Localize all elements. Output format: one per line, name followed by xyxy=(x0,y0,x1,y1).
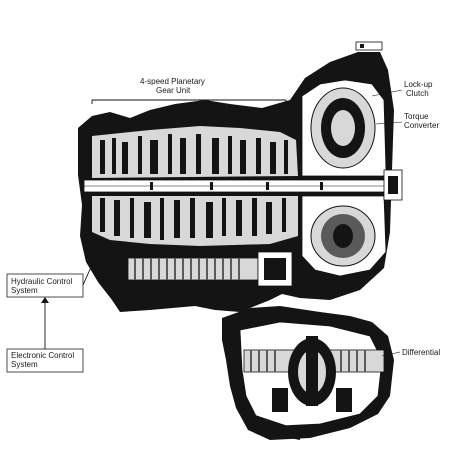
differential-label: Differential xyxy=(402,348,440,357)
torque-converter xyxy=(301,41,403,277)
lockup-clutch-label-line2: Clutch xyxy=(406,89,429,98)
hydraulic-control-box: Hydraulic Control System xyxy=(6,273,84,298)
differential-assembly xyxy=(222,306,394,440)
hydraulic-control-label-line1: Hydraulic Control xyxy=(11,277,73,286)
lockup-clutch-label-line1: Lock-up xyxy=(404,80,433,89)
torque-converter-label-line1: Torque xyxy=(404,112,429,121)
electronic-control-label-line1: Electronic Control xyxy=(11,351,74,360)
electronic-control-box: Electronic Control System xyxy=(6,348,84,373)
gear-unit-label-line2: Gear Unit xyxy=(156,86,191,95)
electronic-control-label-line2: System xyxy=(11,360,38,369)
up-arrow-icon xyxy=(41,297,49,303)
leader-lines xyxy=(41,89,403,357)
hydraulic-control-label-line2: System xyxy=(11,286,38,295)
gear-unit-label-line1: 4-speed Planetary xyxy=(140,77,205,86)
torque-converter-label-line2: Converter xyxy=(404,121,439,130)
